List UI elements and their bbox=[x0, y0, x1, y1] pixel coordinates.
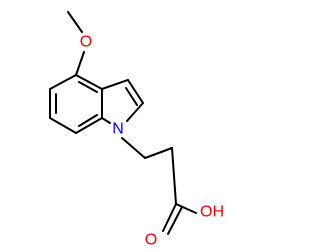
ring-nitrogen-label: N bbox=[112, 121, 124, 138]
benzene-bond bbox=[49, 74, 77, 90]
aryl-ether-bond bbox=[75, 51, 85, 76]
pyrrole-bond bbox=[101, 79, 129, 90]
pyrrole-bond bbox=[101, 117, 111, 124]
pyrrole-bond bbox=[127, 79, 144, 104]
benzene-double-bond bbox=[78, 114, 98, 127]
hydroxyl-bond bbox=[175, 203, 197, 214]
chain-bond bbox=[144, 147, 173, 159]
molecule-structure: O N O OH bbox=[49, 11, 224, 249]
carbonyl-double-bond bbox=[167, 206, 183, 235]
chain-bond bbox=[171, 147, 177, 205]
methoxy-oxygen-label: O bbox=[80, 34, 92, 51]
carbonyl-oxygen-label: O bbox=[145, 232, 157, 249]
pyrrole-bond bbox=[126, 102, 144, 122]
methyl-bond bbox=[67, 11, 83, 33]
carbonyl-double-bond bbox=[162, 203, 177, 232]
benzene-bond bbox=[49, 117, 77, 134]
benzene-bond bbox=[75, 74, 103, 90]
n-alkyl-bond bbox=[121, 137, 146, 159]
benzene-bond bbox=[75, 117, 103, 134]
benzene-double-bond bbox=[78, 81, 98, 93]
hydroxyl-label: OH bbox=[200, 204, 224, 221]
pyrrole-double-bond bbox=[125, 87, 138, 106]
